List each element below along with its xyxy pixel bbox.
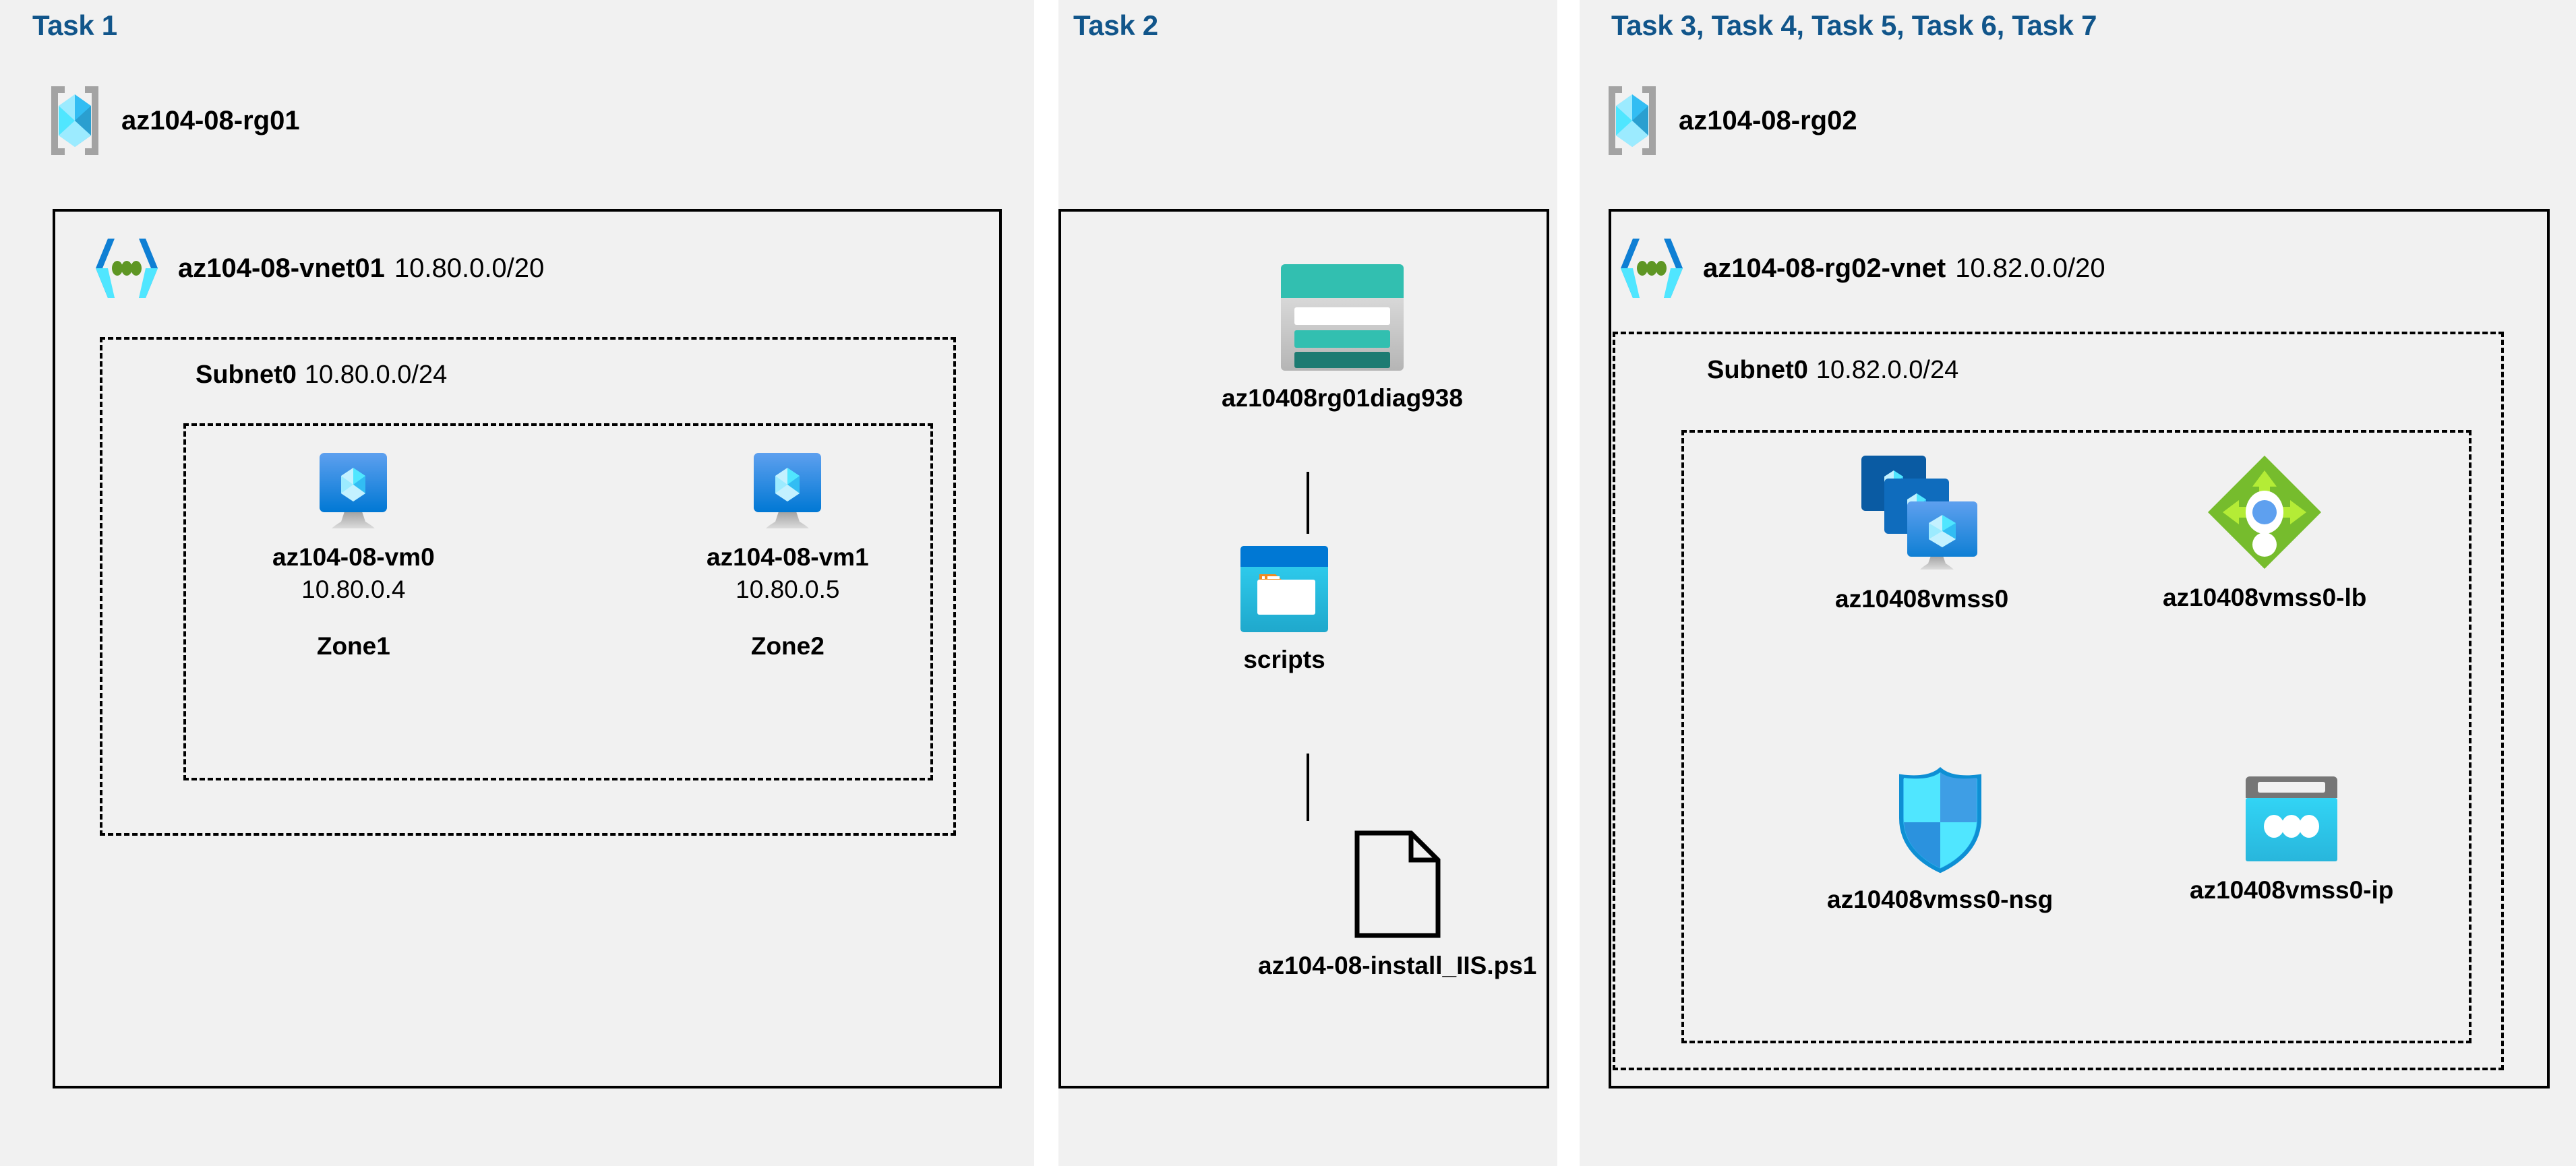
storage-boundary bbox=[1058, 209, 1549, 1088]
blob-container-icon bbox=[1239, 545, 1329, 634]
subnet0-vnet01-boundary bbox=[100, 337, 956, 836]
load-balancer-name: az10408vmss0-lb bbox=[2163, 584, 2367, 611]
resource-group-icon bbox=[46, 84, 104, 158]
storage-account-icon bbox=[1280, 263, 1405, 372]
load-balancer-icon bbox=[2205, 453, 2324, 572]
connector-container-to-file bbox=[1307, 754, 1309, 821]
task1-panel bbox=[0, 0, 1034, 1166]
subnet0-vnet01-cidr: 10.80.0.0/24 bbox=[304, 361, 448, 389]
virtual-machine-icon bbox=[316, 452, 391, 531]
vnet02-name: az104-08-rg02-vnet bbox=[1703, 253, 1946, 283]
network-security-group-node: az10408vmss0-nsg bbox=[1827, 767, 2053, 914]
vmss-resources-boundary bbox=[1681, 430, 2472, 1043]
vm-ip: 10.80.0.5 bbox=[736, 576, 840, 603]
vm-name: az104-08-vm1 bbox=[707, 543, 869, 571]
vm-node-az104-08-vm1: az104-08-vm1 10.80.0.5 Zone2 bbox=[707, 452, 869, 661]
vm-scale-set-name: az10408vmss0 bbox=[1835, 585, 2009, 613]
resource-group-icon bbox=[1603, 84, 1661, 158]
vm-scale-set-icon bbox=[1857, 453, 1987, 573]
resource-group-rg01: az104-08-rg01 bbox=[46, 84, 300, 158]
vnet02-boundary bbox=[1609, 209, 2550, 1088]
script-file-name: az104-08-install_IIS.ps1 bbox=[1258, 952, 1537, 979]
subnet0-vnet02-caption: Subnet0 10.82.0.0/24 bbox=[1707, 356, 1958, 385]
public-ip-address-name: az10408vmss0-ip bbox=[2190, 876, 2394, 904]
blob-container-name: scripts bbox=[1243, 646, 1325, 673]
vnet02-cidr: 10.82.0.0/20 bbox=[1955, 253, 2105, 283]
task3-panel bbox=[1580, 0, 2576, 1166]
vm-node-az104-08-vm0: az104-08-vm0 10.80.0.4 Zone1 bbox=[272, 452, 435, 661]
resource-group-rg02: az104-08-rg02 bbox=[1603, 84, 1857, 158]
blob-container-node: scripts bbox=[1239, 545, 1329, 674]
subnet0-vnet01-label: Subnet0 bbox=[196, 361, 297, 389]
task1-caption: Task 1 bbox=[32, 9, 117, 41]
storage-account-node: az10408rg01diag938 bbox=[1222, 263, 1463, 412]
vnet01-cidr: 10.80.0.0/20 bbox=[394, 253, 545, 283]
vm-zone: Zone2 bbox=[750, 632, 825, 660]
task2-caption: Task 2 bbox=[1073, 9, 1158, 41]
resource-group-label: az104-08-rg01 bbox=[121, 105, 300, 135]
vnet01-header: az104-08-vnet01 10.80.0.0/20 bbox=[93, 236, 544, 301]
task3-caption: Task 3, Task 4, Task 5, Task 6, Task 7 bbox=[1611, 9, 2097, 41]
vm-name: az104-08-vm0 bbox=[272, 543, 435, 571]
vnet02-header: az104-08-rg02-vnet 10.82.0.0/20 bbox=[1618, 236, 2105, 301]
load-balancer-node: az10408vmss0-lb bbox=[2163, 453, 2366, 612]
vm-ip: 10.80.0.4 bbox=[301, 576, 406, 603]
storage-account-name: az10408rg01diag938 bbox=[1222, 384, 1463, 412]
network-security-group-name: az10408vmss0-nsg bbox=[1827, 886, 2054, 913]
vnet01-boundary bbox=[53, 209, 1002, 1088]
vm-zone: Zone1 bbox=[316, 632, 390, 660]
script-file-node: az104-08-install_IIS.ps1 bbox=[1258, 829, 1536, 980]
subnet0-vnet02-cidr: 10.82.0.0/24 bbox=[1816, 356, 1959, 384]
availability-zones-boundary bbox=[183, 423, 933, 780]
resource-group-label: az104-08-rg02 bbox=[1679, 105, 1857, 135]
subnet0-vnet02-label: Subnet0 bbox=[1707, 356, 1808, 384]
virtual-machine-icon bbox=[750, 452, 825, 531]
virtual-network-icon bbox=[93, 236, 160, 301]
subnet0-vnet02-boundary bbox=[1613, 332, 2504, 1070]
virtual-network-icon bbox=[1618, 236, 1685, 301]
file-icon bbox=[1353, 829, 1442, 940]
vm-scale-set-node: az10408vmss0 bbox=[1835, 453, 2008, 613]
vnet01-name: az104-08-vnet01 bbox=[178, 253, 385, 283]
network-security-group-icon bbox=[1896, 767, 1985, 873]
public-ip-address-icon bbox=[2244, 775, 2339, 864]
public-ip-address-node: az10408vmss0-ip bbox=[2190, 775, 2393, 904]
connector-storage-to-container bbox=[1307, 472, 1309, 534]
